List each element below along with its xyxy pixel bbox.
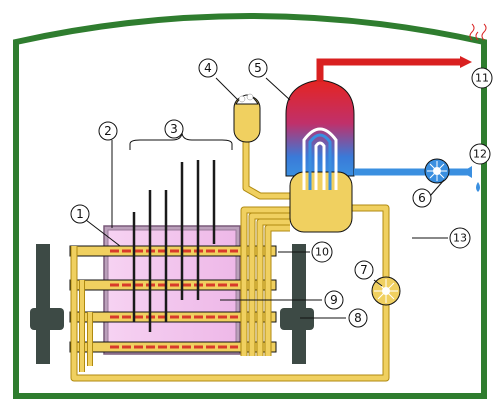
- svg-text:4: 4: [204, 61, 212, 75]
- feedwater-arrow: [462, 166, 472, 178]
- water-drop-icon: [476, 182, 480, 192]
- fuel-channels: [69, 245, 277, 353]
- callout-4: 4: [198, 58, 218, 78]
- svg-text:9: 9: [330, 293, 338, 307]
- svg-text:1: 1: [76, 207, 84, 221]
- callout-5: 5: [248, 58, 268, 78]
- callout-12: 12: [469, 143, 491, 165]
- callout-10: 10: [311, 241, 333, 263]
- callout-8: 8: [348, 308, 368, 328]
- callout-9: 9: [324, 290, 344, 310]
- svg-text:12: 12: [473, 148, 487, 161]
- steam-generator: [285, 79, 355, 233]
- svg-text:8: 8: [354, 311, 362, 325]
- callout-6: 6: [412, 188, 432, 208]
- svg-text:5: 5: [254, 61, 262, 75]
- pressurizer: [233, 93, 261, 143]
- svg-text:2: 2: [104, 124, 112, 138]
- callout-3: 3: [164, 119, 184, 139]
- control-rods: [132, 160, 216, 332]
- svg-text:10: 10: [315, 246, 329, 259]
- feedwater-pump: [424, 158, 450, 184]
- svg-text:13: 13: [453, 232, 467, 245]
- callout-7: 7: [354, 260, 374, 280]
- shield-supports: [30, 244, 314, 364]
- svg-text:7: 7: [360, 263, 368, 277]
- steam-outlet-pipe: [316, 58, 462, 82]
- callout-2: 2: [98, 121, 118, 141]
- svg-text:11: 11: [475, 72, 489, 85]
- svg-text:3: 3: [170, 122, 178, 136]
- callout-1: 1: [70, 204, 90, 224]
- callout-13: 13: [449, 227, 471, 249]
- coolant-piping: [70, 134, 390, 382]
- steam-icon: [469, 23, 487, 41]
- svg-text:6: 6: [418, 191, 426, 205]
- callout-11: 11: [471, 67, 493, 89]
- steam-arrow: [460, 56, 472, 68]
